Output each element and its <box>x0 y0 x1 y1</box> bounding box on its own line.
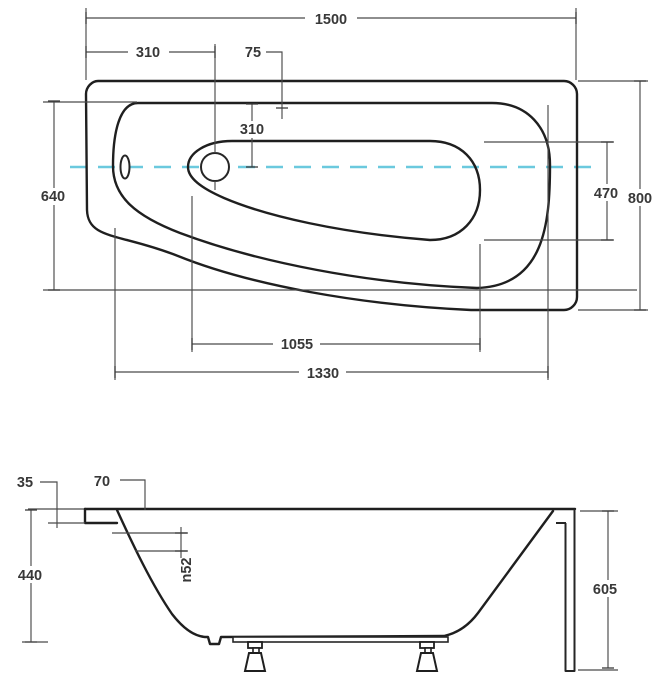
foot-base <box>415 652 439 672</box>
right-support-bracket <box>564 509 576 672</box>
label-bg <box>585 580 625 597</box>
left-foot <box>243 641 267 672</box>
top-view-extension-lines <box>43 8 648 380</box>
foot-mount-block <box>247 641 263 649</box>
dim-label-left-end-width: 640 <box>41 189 65 205</box>
label-bg <box>620 189 656 206</box>
label-bg <box>273 335 320 352</box>
leader-75 <box>266 51 283 119</box>
dim-label-total-height: 605 <box>593 582 617 598</box>
dim-label-inner-length: 1330 <box>307 366 339 382</box>
right-foot <box>415 641 439 672</box>
side-view: 35 70 440 n52 605 <box>11 474 625 672</box>
top-view-label-backgrounds <box>35 10 656 381</box>
tub-rim-inner-outline <box>111 101 552 290</box>
base-frame-rail <box>232 636 449 643</box>
foot-mount-block <box>419 641 435 649</box>
leader-35 <box>40 481 58 528</box>
label-bg <box>232 121 272 138</box>
tub-outer-outline <box>84 79 579 312</box>
rim-section-block <box>83 507 119 525</box>
foot-base <box>243 652 267 672</box>
dim-label-basin-end-width: 470 <box>594 186 618 202</box>
top-view-dimension-lines <box>48 12 646 378</box>
dim-label-drain-from-left: 310 <box>136 45 160 61</box>
label-bg <box>587 184 625 201</box>
dim-label-depth: 440 <box>18 568 42 584</box>
top-view: 1500 310 75 310 640 470 800 1055 1330 <box>35 8 656 382</box>
drain-circle <box>200 152 230 182</box>
dim-label-overall-length: 1500 <box>315 12 347 28</box>
dim-label-rim-top-offset: 75 <box>245 45 261 61</box>
label-bg <box>299 364 346 381</box>
basin-outline <box>186 139 482 242</box>
label-bg <box>11 566 50 583</box>
dim-label-overall-width: 800 <box>628 191 652 207</box>
label-bg <box>35 188 72 205</box>
dim-label-drain-note: n52 <box>179 558 195 583</box>
dim-label-basin-length: 1055 <box>281 337 313 353</box>
dim-label-rim-lip-height: 35 <box>17 475 33 491</box>
leader-70 <box>120 479 146 510</box>
label-bg <box>305 10 357 27</box>
side-view-label-backgrounds <box>11 566 625 597</box>
side-shell-profile <box>115 508 555 646</box>
overflow-ellipse <box>119 154 131 180</box>
dim-label-rim-side-offset: 70 <box>94 474 110 490</box>
dim-label-drain-from-top: 310 <box>240 122 264 138</box>
label-bg <box>128 44 169 60</box>
